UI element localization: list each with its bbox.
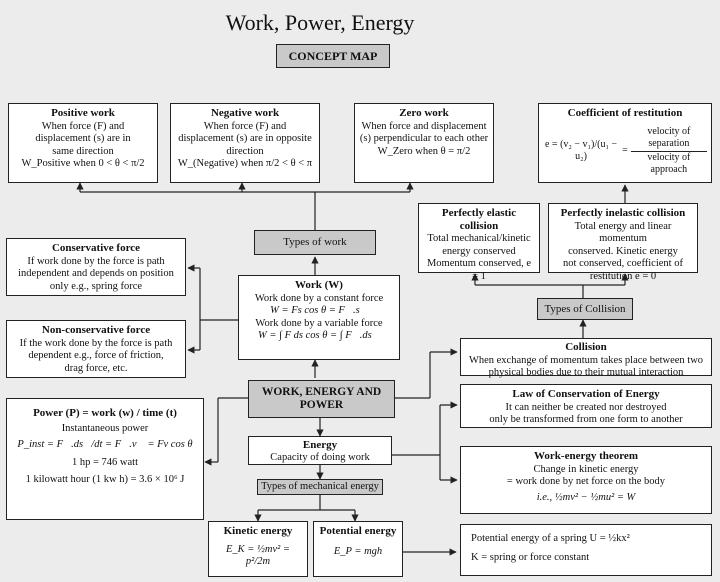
- central-work-energy-power-box: WORK, ENERGY AND POWER: [248, 380, 395, 418]
- work-line: W = ∫ F ds cos θ = ∫ F⃗.ds⃗: [258, 330, 380, 341]
- zero-work-line: When force and displacement: [361, 120, 487, 132]
- inelastic-line: restitution e = 0: [589, 270, 657, 282]
- conservative-force-line: If work done by the force is path: [27, 255, 165, 267]
- restitution-denominator: velocity of approach: [647, 151, 691, 176]
- kinetic-energy-formula: E_K = ½mv² = p²/2m: [226, 543, 290, 568]
- zero-work-line: (s) perpendicular to each other: [359, 133, 489, 144]
- kinetic-energy-title: Kinetic energy: [223, 525, 293, 537]
- conservative-force-box: Conservative force If work done by the f…: [6, 238, 186, 296]
- power-box: Power (P) = work (w) / time (t) Instanta…: [6, 398, 204, 520]
- work-line: Work done by a variable force: [255, 317, 383, 329]
- work-energy-theorem-line: = work done by net force on the body: [506, 476, 666, 487]
- work-energy-theorem-line: i.e., ½mv² − ½mu² = W: [536, 491, 636, 503]
- law-conservation-title: Law of Conservation of Energy: [512, 388, 660, 400]
- power-line: P_inst = F⃗.ds⃗/dt = F⃗.v⃗ = Fv cos θ: [17, 439, 193, 450]
- positive-work-line: displacement (s) are in: [35, 133, 131, 144]
- negative-work-line: When force (F) and: [203, 120, 287, 132]
- law-conservation-line: only be transformed from one form to ano…: [489, 414, 683, 425]
- perfectly-inelastic-box: Perfectly inelastic collision Total ener…: [548, 203, 698, 282]
- coefficient-restitution-title: Coefficient of restitution: [567, 107, 683, 119]
- non-conservative-force-title: Non-conservative force: [41, 324, 151, 336]
- spring-line: K = spring or force constant: [471, 551, 590, 563]
- energy-box: Energy Capacity of doing work: [248, 436, 392, 465]
- work-energy-theorem-line: Change in kinetic energy: [533, 463, 639, 475]
- work-energy-theorem-box: Work-energy theorem Change in kinetic en…: [460, 446, 712, 514]
- collision-box: Collision When exchange of momentum take…: [460, 338, 712, 378]
- positive-work-line: same direction: [52, 145, 114, 157]
- law-conservation-box: Law of Conservation of Energy It can nei…: [460, 384, 712, 428]
- collision-line: When exchange of momentum takes place be…: [468, 354, 704, 366]
- positive-work-line: When force (F) and: [41, 120, 125, 132]
- positive-work-box: Positive work When force (F) and displac…: [8, 103, 158, 183]
- restitution-numerator: velocity of separation: [630, 126, 707, 152]
- positive-work-title: Positive work: [51, 107, 115, 119]
- negative-work-line: direction: [226, 145, 264, 157]
- conservative-force-line: independent and depends on position: [18, 268, 174, 279]
- types-mechanical-energy-box: Types of mechanical energy: [257, 479, 383, 495]
- law-conservation-line: It can neither be created nor destroyed: [505, 401, 667, 413]
- inelastic-title: Perfectly inelastic collision: [560, 207, 686, 219]
- central-line: WORK, ENERGY AND: [261, 386, 382, 398]
- conservative-force-title: Conservative force: [51, 242, 141, 254]
- work-line: Work done by a constant force: [254, 292, 384, 304]
- energy-title: Energy: [302, 439, 338, 451]
- restitution-formula-left: e = (v₂ − v₁)/(u₁ − u₂): [544, 138, 618, 163]
- power-line: Instantaneous power: [61, 422, 149, 434]
- power-line: 1 hp = 746 watt: [72, 456, 138, 468]
- non-conservative-force-line: dependent e.g., force of friction,: [28, 350, 164, 361]
- non-conservative-force-line: drag force, etc.: [64, 362, 128, 374]
- positive-work-line: W_Positive when 0 < θ < π/2: [21, 158, 145, 169]
- elastic-line: Total mechanical/kinetic: [427, 233, 531, 244]
- spring-line: Potential energy of a spring U = ½kx²: [471, 533, 630, 544]
- negative-work-line: displacement (s) are in opposite: [178, 133, 312, 144]
- zero-work-title: Zero work: [399, 107, 449, 119]
- negative-work-line: W_(Negative) when π/2 < θ < π: [177, 158, 313, 169]
- power-title: Power (P) = work (w) / time (t): [33, 407, 177, 419]
- elastic-title: Perfectly elastic collision: [441, 207, 517, 232]
- zero-work-box: Zero work When force and displacement (s…: [354, 103, 494, 183]
- coefficient-restitution-box: Coefficient of restitution e = (v₂ − v₁)…: [538, 103, 712, 183]
- potential-energy-box: Potential energy E_P = mgh: [313, 521, 403, 577]
- elastic-line: Momentum conserved, e = 1: [426, 258, 532, 282]
- central-line: POWER: [299, 398, 344, 411]
- work-title: Work (W): [295, 279, 343, 291]
- page-title: Work, Power, Energy: [225, 10, 415, 35]
- work-box: Work (W) Work done by a constant force W…: [238, 275, 400, 360]
- kinetic-energy-box: Kinetic energy E_K = ½mv² = p²/2m: [208, 521, 308, 577]
- inelastic-line: Total energy and linear momentum: [574, 220, 672, 245]
- elastic-line: energy conserved: [442, 245, 516, 257]
- work-line: W = Fs cos θ = F⃗.s⃗: [270, 305, 368, 316]
- negative-work-box: Negative work When force (F) and displac…: [170, 103, 320, 183]
- inelastic-line: not conserved, coefficient of: [563, 258, 683, 269]
- collision-line: physical bodies due to their mutual inte…: [488, 367, 684, 378]
- potential-energy-formula: E_P = mgh: [333, 545, 383, 557]
- work-energy-theorem-title: Work-energy theorem: [534, 450, 638, 462]
- potential-energy-title: Potential energy: [319, 525, 397, 537]
- non-conservative-force-box: Non-conservative force If the work done …: [6, 320, 186, 378]
- concept-map-label: CONCEPT MAP: [276, 44, 390, 68]
- types-of-work-box: Types of work: [254, 230, 376, 255]
- spring-potential-box: Potential energy of a spring U = ½kx² K …: [460, 524, 712, 576]
- inelastic-line: conserved. Kinetic energy: [568, 245, 678, 257]
- collision-title: Collision: [565, 341, 607, 353]
- negative-work-title: Negative work: [210, 107, 280, 119]
- non-conservative-force-line: If the work done by the force is path: [19, 337, 173, 349]
- power-line: 1 kilowatt hour (1 kw h) = 3.6 × 10⁶ J: [25, 474, 185, 485]
- energy-subtitle: Capacity of doing work: [270, 451, 370, 463]
- zero-work-line: W_Zero when θ = π/2: [377, 145, 471, 157]
- types-of-collision-box: Types of Collision: [537, 298, 633, 320]
- perfectly-elastic-box: Perfectly elastic collision Total mechan…: [418, 203, 540, 282]
- conservative-force-line: only e.g., spring force: [49, 280, 143, 292]
